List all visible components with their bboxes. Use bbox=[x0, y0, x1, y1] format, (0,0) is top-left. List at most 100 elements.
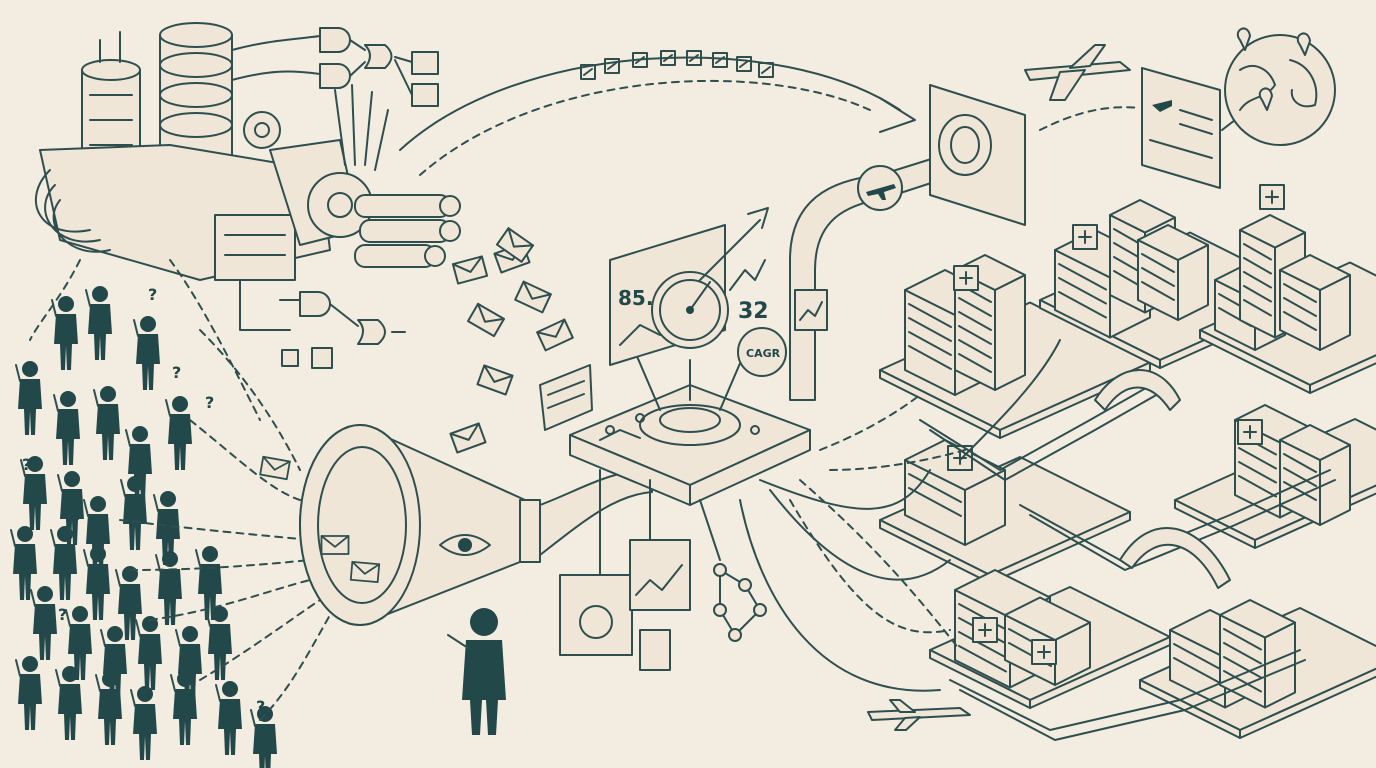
scale-icon bbox=[736, 56, 752, 72]
person-figure bbox=[130, 686, 157, 760]
filter-icon bbox=[580, 64, 596, 80]
person-figure bbox=[55, 666, 82, 740]
output-tubes bbox=[354, 194, 461, 268]
envelope-icon bbox=[320, 535, 350, 555]
person-figure bbox=[175, 626, 202, 700]
eye-icon bbox=[439, 534, 491, 556]
question-mark: ?? bbox=[64, 505, 83, 524]
hospital-network bbox=[879, 184, 1376, 739]
envelope-icon bbox=[514, 280, 552, 314]
pipe-to-portal bbox=[789, 149, 966, 401]
person-figure bbox=[51, 296, 78, 370]
medical-badge-icon bbox=[1031, 639, 1057, 665]
airplane-icon bbox=[866, 184, 896, 200]
medical-badge-icon bbox=[1259, 184, 1285, 210]
portal-screen bbox=[929, 84, 1026, 226]
hospital-building bbox=[954, 254, 1026, 391]
question-mark: ? bbox=[148, 285, 157, 304]
sub-panels bbox=[559, 469, 767, 671]
plane-dash-path bbox=[1039, 106, 1141, 131]
database-stack bbox=[159, 22, 233, 156]
envelope-icon bbox=[476, 364, 514, 396]
person-figure bbox=[100, 626, 127, 700]
machine-body bbox=[34, 84, 461, 281]
crowd-to-funnel-lines bbox=[29, 259, 331, 721]
person-figure bbox=[133, 316, 160, 390]
megaphone-funnel bbox=[299, 424, 653, 626]
question-mark: ? bbox=[172, 363, 181, 382]
person-figure bbox=[30, 586, 57, 660]
person-figure bbox=[57, 471, 84, 545]
person-figure bbox=[83, 546, 110, 620]
presenter-figure bbox=[447, 608, 506, 735]
airplane-top-icon bbox=[1024, 44, 1131, 101]
hospital-building bbox=[904, 439, 1006, 546]
confused-crowd bbox=[10, 286, 277, 768]
question-mark: ?? bbox=[22, 455, 41, 474]
person-figure bbox=[155, 551, 182, 625]
hospital-building bbox=[1219, 599, 1296, 709]
person-figure bbox=[165, 396, 192, 470]
email-stream-funnel bbox=[259, 455, 381, 584]
person-figure bbox=[20, 456, 47, 530]
email-stream-top bbox=[449, 227, 574, 454]
network-icon bbox=[712, 52, 728, 68]
road-network bbox=[919, 369, 1336, 741]
person-figure bbox=[85, 286, 112, 360]
hospital-building bbox=[1279, 424, 1351, 526]
person-figure bbox=[95, 671, 122, 745]
question-marks: ????????? bbox=[22, 285, 265, 716]
booking-screen bbox=[1141, 67, 1221, 189]
person-figure bbox=[15, 656, 42, 730]
person-figure bbox=[93, 386, 120, 460]
person-figure bbox=[215, 681, 242, 755]
medical-badge-icon bbox=[1237, 419, 1263, 445]
medical-badge-icon bbox=[953, 265, 979, 291]
globe-icon bbox=[1224, 27, 1336, 146]
speedometer-icon bbox=[651, 271, 729, 349]
envelope-icon bbox=[449, 422, 487, 454]
person-figure bbox=[50, 526, 77, 600]
medical-badge-icon bbox=[1072, 224, 1098, 250]
person-figure bbox=[10, 526, 37, 600]
person-figure bbox=[53, 391, 80, 465]
list-icon bbox=[758, 62, 774, 78]
central-hub bbox=[569, 339, 811, 506]
envelope-icon bbox=[451, 255, 489, 285]
hospital-building bbox=[1279, 254, 1351, 351]
gear-icon bbox=[243, 111, 281, 149]
trend-icon bbox=[686, 50, 702, 66]
person-figure bbox=[195, 546, 222, 620]
gauge-number-label: 32 bbox=[738, 299, 769, 324]
question-mark: ? bbox=[58, 605, 67, 624]
person-figure bbox=[83, 496, 110, 570]
medical-badge-icon bbox=[972, 617, 998, 643]
data-machine bbox=[34, 22, 461, 369]
person-figure bbox=[65, 606, 92, 680]
kpi-dashboard: 85.9 32 CAGR bbox=[539, 207, 787, 431]
airplane-bottom-icon bbox=[867, 699, 971, 731]
envelope-icon bbox=[467, 302, 505, 338]
list-icon bbox=[660, 50, 676, 66]
person-figure bbox=[135, 616, 162, 690]
envelope-icon bbox=[536, 318, 574, 352]
person-figure bbox=[205, 606, 232, 680]
top-flow-arrow bbox=[399, 50, 916, 176]
envelope-icon bbox=[349, 560, 381, 584]
document-icon bbox=[604, 58, 620, 74]
person-figure bbox=[125, 426, 152, 500]
hospital-building bbox=[1137, 224, 1209, 321]
person-figure bbox=[15, 361, 42, 435]
envelope-icon bbox=[259, 455, 291, 481]
question-mark: ? bbox=[256, 697, 265, 716]
hub-to-hospitals-lines bbox=[739, 339, 1061, 692]
logic-gates bbox=[231, 27, 439, 369]
cagr-badge-label: CAGR bbox=[746, 347, 781, 360]
question-mark: ? bbox=[205, 393, 214, 412]
envelope-icon bbox=[495, 227, 535, 263]
arrow-symbols bbox=[580, 50, 774, 80]
person-figure bbox=[170, 671, 197, 745]
bar-chart-icon bbox=[632, 52, 648, 68]
